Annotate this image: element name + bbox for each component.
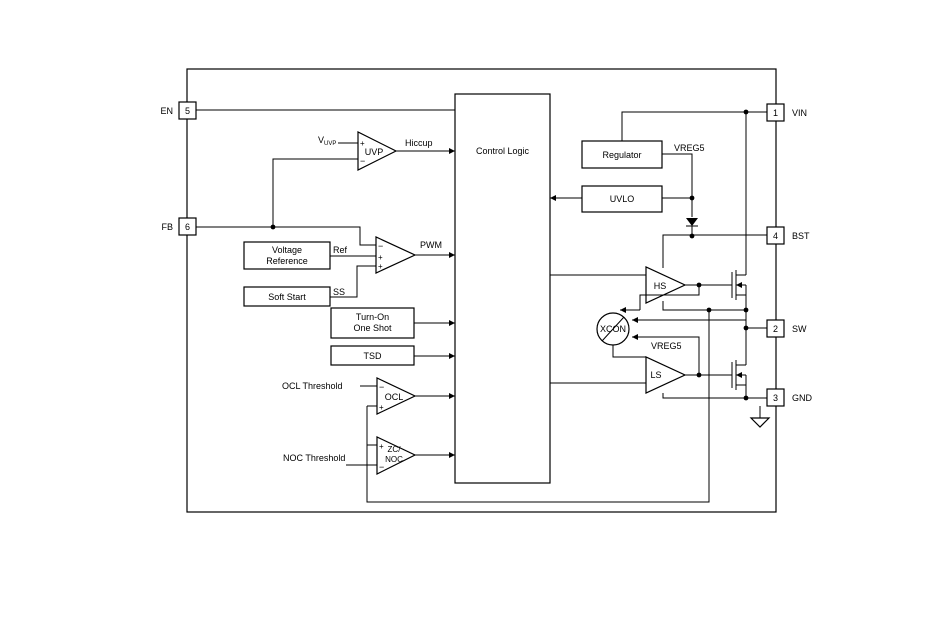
pin-number: 5 <box>185 106 190 116</box>
ls-label: LS <box>650 370 661 380</box>
ocl-comparator <box>376 377 417 415</box>
xcon-label: XCON <box>600 324 626 334</box>
ground-icon <box>749 417 771 428</box>
low-side-mosfet-icon <box>731 360 747 398</box>
pin-label: EN <box>160 106 173 116</box>
pin-sw: 2 SW <box>766 319 807 338</box>
pin-label: GND <box>792 393 813 403</box>
arrowhead <box>449 353 455 359</box>
opamp-sign: − <box>379 382 384 392</box>
arrowhead <box>449 148 455 154</box>
uvp-comparator <box>357 131 398 171</box>
ocl-threshold-label: OCL Threshold <box>282 381 343 391</box>
voltage-reference-label: Reference <box>266 256 308 266</box>
turn-on-label: One Shot <box>353 323 392 333</box>
zc-noc-label: ZC/ <box>388 445 402 454</box>
hs-driver <box>645 266 687 304</box>
bst-wire <box>662 234 767 268</box>
junction-dot <box>706 307 712 313</box>
pin-number: 2 <box>773 324 778 334</box>
zc-noc-label: NOC <box>385 455 403 464</box>
junction-dot <box>743 109 749 115</box>
ss-label: SS <box>333 287 345 297</box>
opamp-sign: + <box>379 442 384 451</box>
pin-number: 3 <box>773 393 778 403</box>
arrowhead <box>620 307 626 313</box>
noc-threshold-label: NOC Threshold <box>283 453 345 463</box>
pin-number: 1 <box>773 108 778 118</box>
sw-sense-wire <box>366 310 710 503</box>
junction-dot <box>743 307 749 313</box>
xcon-to-ls-wire <box>612 345 646 358</box>
hiccup-label: Hiccup <box>405 138 433 148</box>
soft-start-label: Soft Start <box>268 292 306 302</box>
arrowhead <box>736 372 742 378</box>
ls-return-wire <box>662 393 746 399</box>
hs-to-xcon-wire <box>639 285 700 310</box>
vreg5-ls-label: VREG5 <box>651 341 682 351</box>
opamp-sign: + <box>378 262 383 271</box>
pin-bst: 4 BST <box>766 226 810 245</box>
opamp-sign: − <box>379 462 384 472</box>
xcon-slash <box>601 316 625 342</box>
control-logic-label: Control Logic <box>476 146 530 156</box>
vreg5-label: VREG5 <box>674 143 705 153</box>
pin-number: 4 <box>773 231 778 241</box>
ls-driver <box>645 356 687 394</box>
pin-gnd: 3 GND <box>766 388 813 407</box>
uvlo-block <box>581 185 663 213</box>
uvlo-label: UVLO <box>610 194 635 204</box>
uvp-label: UVP <box>365 147 384 157</box>
bootstrap-diode-icon <box>686 218 698 226</box>
pin-label: SW <box>792 324 807 334</box>
voltage-reference-label: Voltage <box>272 245 302 255</box>
regulator-vin-wire <box>621 111 746 141</box>
pwm-comparator <box>375 236 417 274</box>
fb-to-uvp-wire <box>272 158 358 227</box>
opamp-sign: + <box>360 139 365 148</box>
ss-wire <box>330 265 376 298</box>
pin-fb: 6 FB <box>161 217 197 236</box>
turn-on-label: Turn-On <box>356 312 389 322</box>
pin-en: 5 EN <box>160 101 197 120</box>
pin-label: VIN <box>792 108 807 118</box>
pin-number: 6 <box>185 222 190 232</box>
arrowhead <box>632 334 638 340</box>
arrowhead <box>632 317 638 323</box>
ocl-label: OCL <box>385 392 404 402</box>
hs-label: HS <box>654 281 667 291</box>
arrowhead <box>449 452 455 458</box>
junction-dot <box>689 233 695 239</box>
opamp-sign: − <box>360 156 365 166</box>
ref-label: Ref <box>333 245 348 255</box>
zc-noc-comparator <box>376 436 417 475</box>
pwm-label: PWM <box>420 240 442 250</box>
arrowhead <box>449 252 455 258</box>
regulator-label: Regulator <box>602 150 641 160</box>
arrowhead <box>449 320 455 326</box>
arrowhead <box>736 282 742 288</box>
high-side-mosfet-icon <box>731 270 747 310</box>
pin-label: FB <box>161 222 173 232</box>
opamp-sign: + <box>378 253 383 262</box>
arrowhead <box>449 393 455 399</box>
tsd-label: TSD <box>364 351 383 361</box>
arrowhead <box>550 195 556 201</box>
pin-label: BST <box>792 231 810 241</box>
pin-vin: 1 VIN <box>766 103 807 122</box>
opamp-sign: − <box>378 241 383 251</box>
vuvp-label: VUVP <box>318 135 336 147</box>
control-logic-block <box>454 93 551 484</box>
fb-wire <box>196 226 376 246</box>
opamp-sign: + <box>379 403 384 412</box>
junction-dot <box>270 224 276 230</box>
ls-to-xcon-wire <box>632 336 700 375</box>
